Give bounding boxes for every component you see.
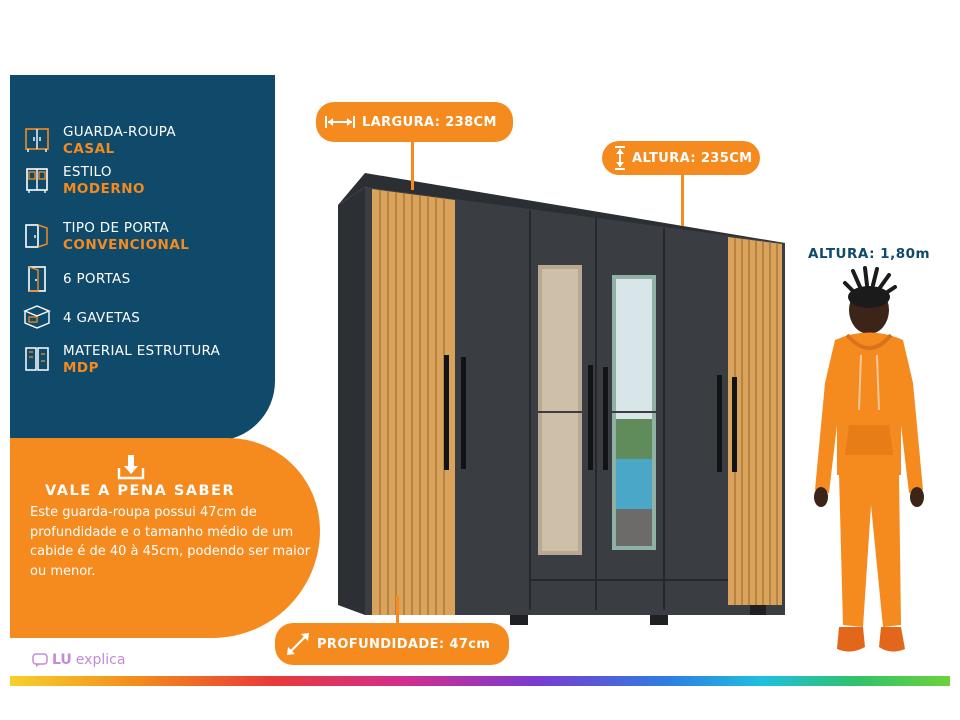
person-height-label: ALTURA: 1,80m: [808, 246, 931, 262]
wardrobe-icon: [25, 128, 49, 152]
largura-callout: LARGURA: 238CM: [316, 102, 513, 142]
spec-panel: [10, 75, 275, 441]
chat-bubble-icon: [32, 653, 48, 667]
altura-callout: ALTURA: 235CM: [602, 141, 760, 175]
logo-mark: LU: [52, 652, 72, 668]
largura-leader: [411, 140, 414, 190]
spec-label: 4 GAVETAS: [63, 310, 141, 326]
spec-value: MDP: [63, 360, 100, 376]
altura-leader: [681, 174, 684, 226]
spec-label: ESTILO: [63, 164, 112, 180]
material-icon: [25, 347, 49, 371]
spec-label: TIPO DE PORTA: [63, 220, 170, 236]
info-title: VALE A PENA SABER: [45, 483, 236, 499]
width-arrows-icon: [325, 116, 355, 128]
download-info-icon: [117, 455, 145, 480]
spec-item-estilo: ESTILO MODERNO: [63, 164, 145, 198]
spec-item-guarda-roupa: GUARDA-ROUPA CASAL: [63, 124, 176, 158]
spec-label: 6 PORTAS: [63, 271, 131, 287]
profundidade-leader: [396, 596, 399, 628]
spec-value: MODERNO: [63, 181, 146, 197]
info-body: Este guarda-roupa possui 47cm de profund…: [30, 505, 311, 579]
spec-item-material: MATERIAL ESTRUTURA MDP: [63, 343, 220, 377]
spec-value: CASAL: [63, 141, 115, 157]
rainbow-bar: [10, 676, 950, 686]
profundidade-callout: PROFUNDIDADE: 47cm: [275, 623, 509, 665]
door-type-icon: [25, 224, 48, 248]
profundidade-label: PROFUNDIDADE: 47cm: [317, 636, 491, 652]
logo-word: explica: [75, 652, 126, 668]
spec-item-portas: 6 PORTAS: [63, 271, 130, 288]
depth-arrows-icon: [287, 633, 309, 655]
height-arrows-icon: [615, 146, 625, 170]
cabinet-icon: [26, 168, 48, 193]
spec-item-gavetas: 4 GAVETAS: [63, 310, 140, 327]
person-figure: [814, 266, 924, 652]
door-icon: [28, 266, 46, 292]
spec-item-tipo-de-porta: TIPO DE PORTA CONVENCIONAL: [63, 220, 189, 254]
lu-explica-logo: LU explica: [32, 652, 125, 668]
altura-label: ALTURA: 235CM: [632, 150, 753, 166]
wardrobe-image: [338, 173, 785, 625]
spec-label: MATERIAL ESTRUTURA: [63, 343, 221, 359]
spec-value: CONVENCIONAL: [63, 237, 190, 253]
spec-label: GUARDA-ROUPA: [63, 124, 176, 140]
drawer-icon: [23, 305, 51, 329]
largura-label: LARGURA: 238CM: [362, 114, 497, 130]
info-panel: [10, 438, 320, 638]
